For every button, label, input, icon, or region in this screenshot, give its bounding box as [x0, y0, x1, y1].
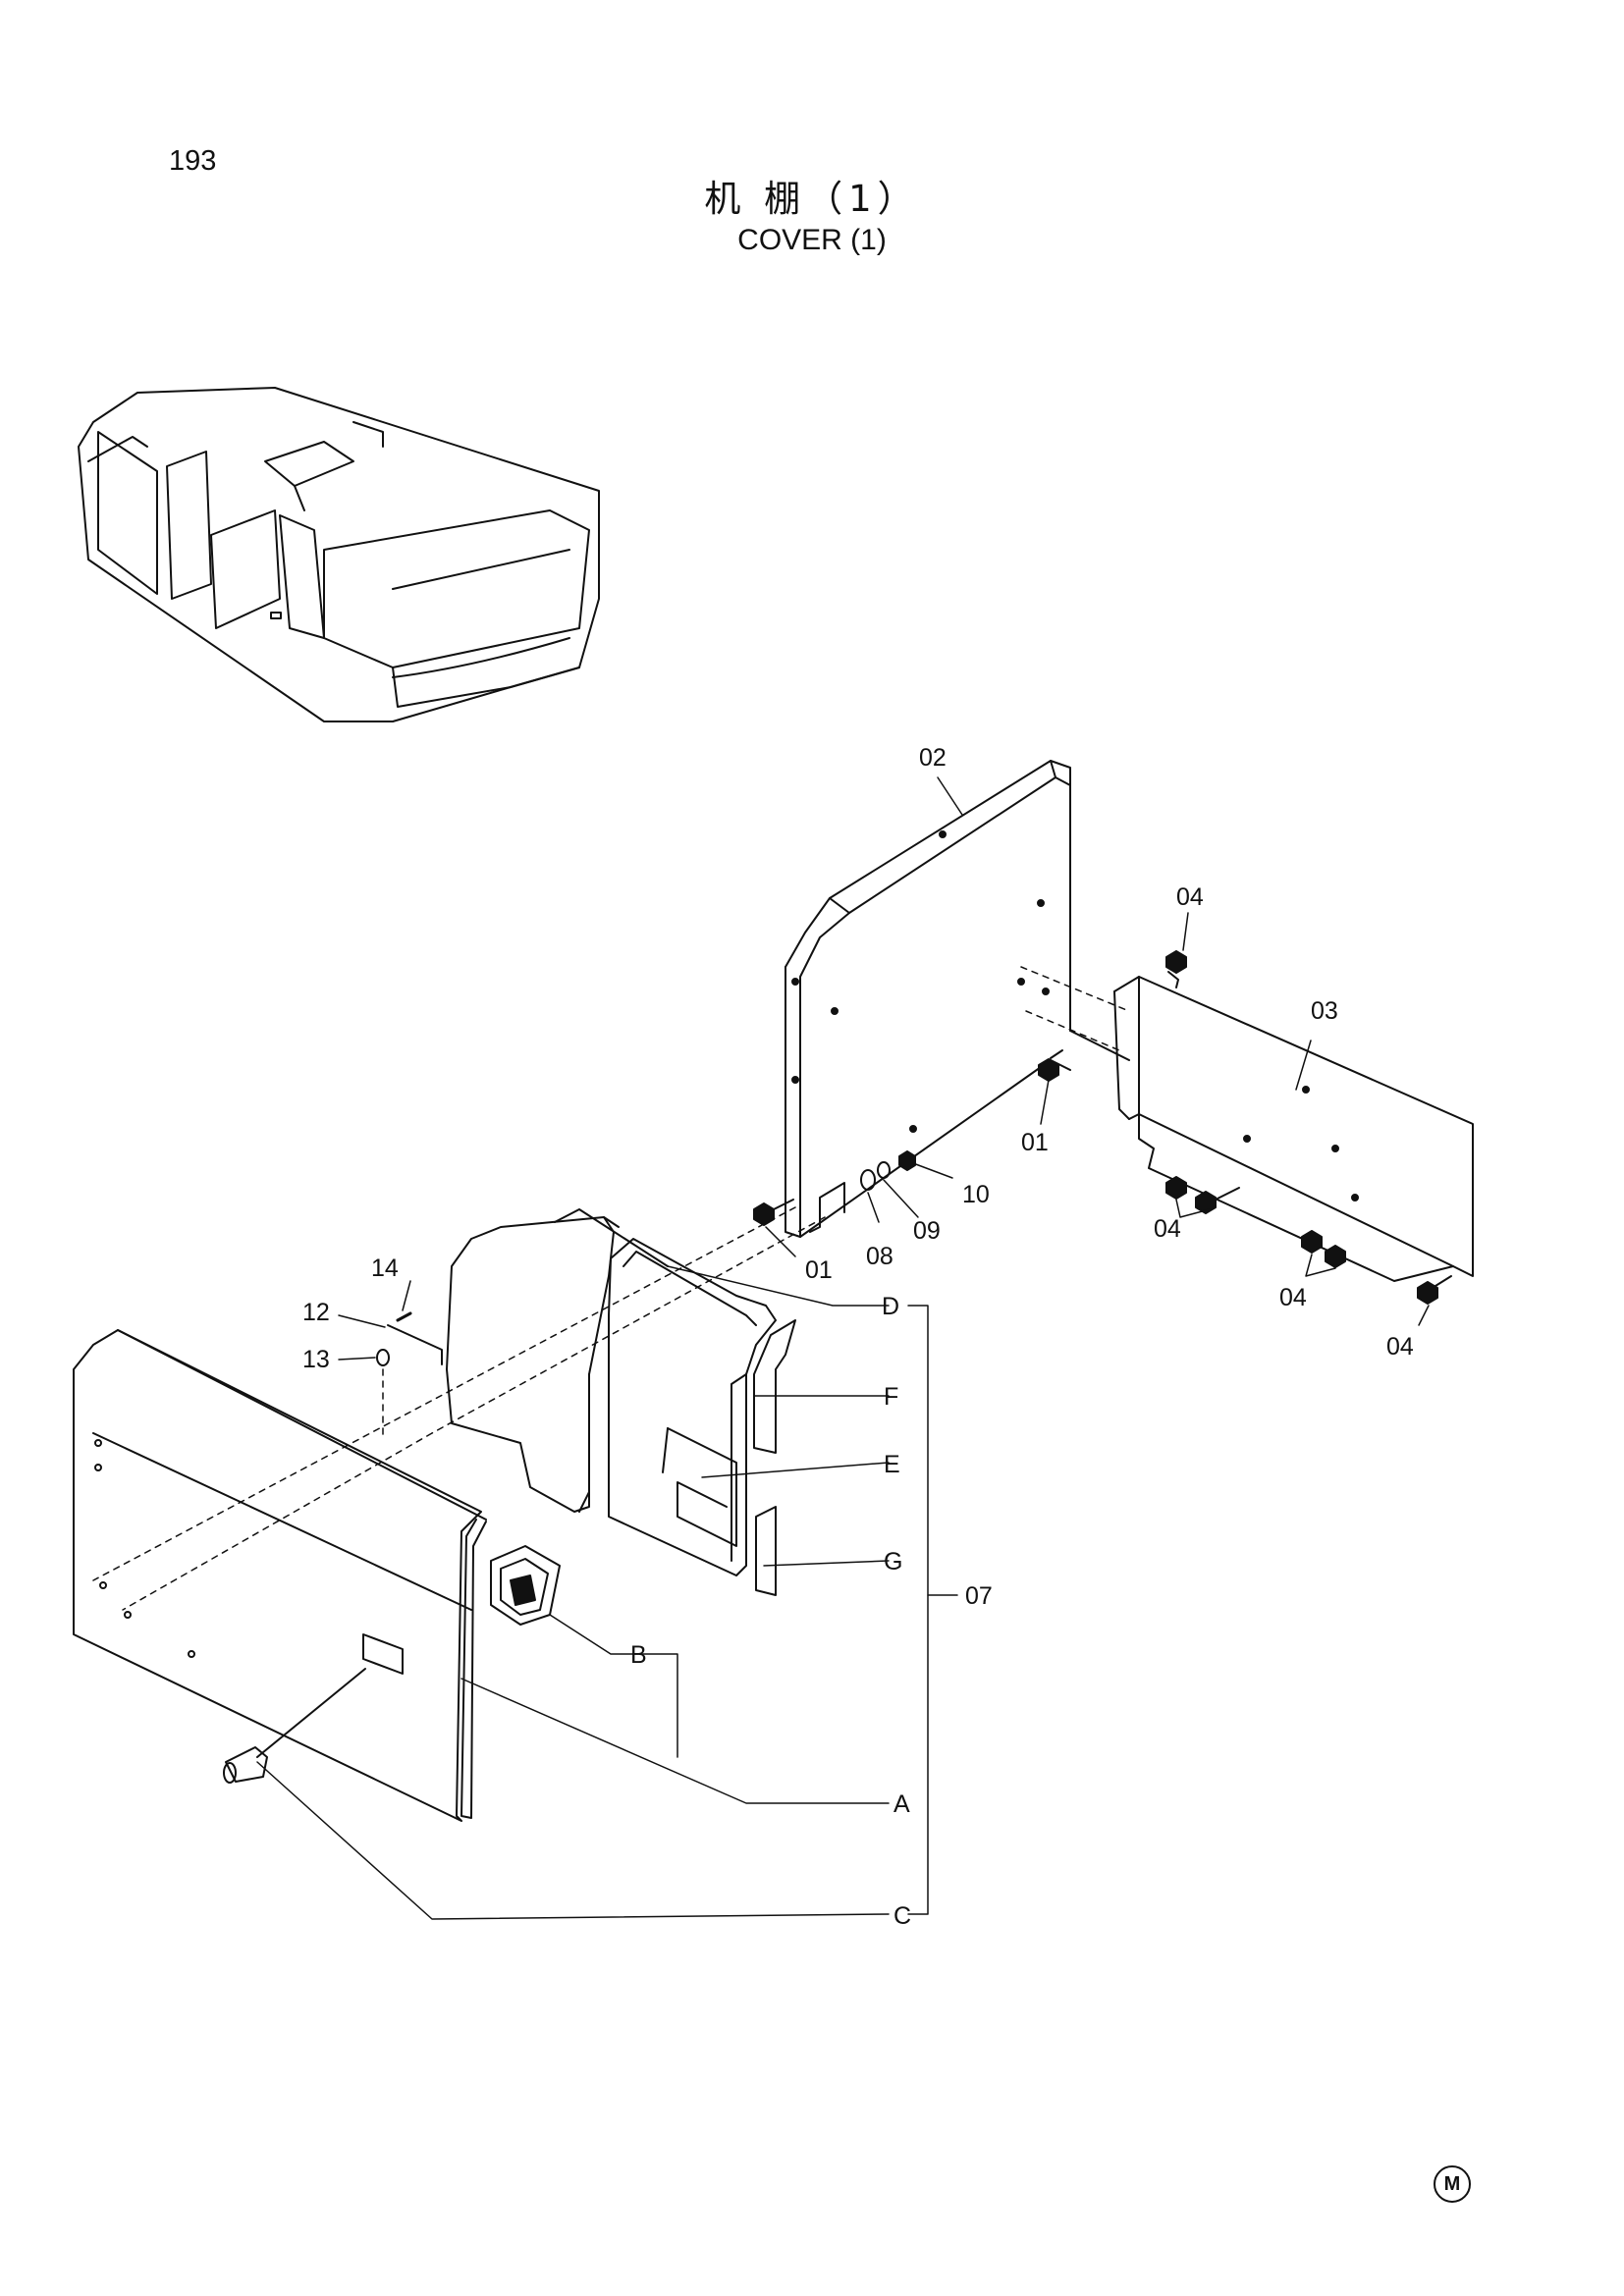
callout-04-lower: 04 — [1279, 1284, 1307, 1311]
bolt-04-upper — [1165, 950, 1187, 988]
bolt-01-left — [753, 1199, 794, 1226]
callout-13: 13 — [302, 1346, 330, 1373]
page-title-english: COVER (1) — [737, 224, 887, 256]
leader-lines — [256, 776, 1430, 1920]
callout-d: D — [882, 1293, 899, 1320]
latch-opening — [362, 1633, 404, 1675]
callout-08: 08 — [866, 1243, 893, 1270]
bolt-04-mid-a — [1165, 1176, 1187, 1200]
callout-03: 03 — [1311, 997, 1338, 1025]
part-13-washer — [376, 1349, 390, 1366]
bolt-01-right — [1038, 1049, 1063, 1082]
callout-a: A — [893, 1790, 910, 1818]
part-a-outer-cover — [73, 1329, 487, 1822]
part-c-key — [223, 1668, 366, 1784]
bolt-04-lower-b — [1325, 1245, 1346, 1268]
callout-09: 09 — [913, 1217, 941, 1245]
part-f-strip — [753, 1319, 796, 1454]
part-12-bracket — [387, 1324, 443, 1365]
callout-14: 14 — [371, 1255, 399, 1282]
nut-10 — [898, 1150, 916, 1171]
part-14-screw — [396, 1311, 412, 1322]
callout-01-right: 01 — [1021, 1129, 1049, 1156]
callout-04-upper: 04 — [1176, 883, 1204, 911]
callout-04-mid: 04 — [1154, 1215, 1181, 1243]
machine-locator-thumbnail — [78, 387, 600, 722]
callout-c: C — [893, 1902, 911, 1930]
part-b-handle — [490, 1545, 561, 1626]
bolt-04-lower-a — [1301, 1230, 1323, 1254]
callout-f: F — [884, 1383, 898, 1411]
part-g-strip — [755, 1506, 777, 1596]
bolt-04-bottom — [1417, 1275, 1452, 1305]
callout-02: 02 — [919, 744, 947, 772]
callout-g: G — [884, 1548, 902, 1575]
part-e-seal — [608, 1238, 777, 1576]
badge-icon — [270, 612, 282, 619]
callout-b: B — [630, 1641, 647, 1669]
page-title-chinese: 机 棚（1） — [704, 178, 920, 220]
manufacturer-mark: M — [1434, 2165, 1471, 2203]
callout-12: 12 — [302, 1299, 330, 1326]
callout-04-bottom: 04 — [1386, 1333, 1414, 1361]
callout-e: E — [884, 1451, 900, 1478]
callout-01-left: 01 — [805, 1256, 833, 1284]
part-02-partition-frame — [785, 760, 1071, 1238]
washer-08 — [860, 1169, 876, 1191]
callout-07: 07 — [965, 1582, 993, 1610]
part-d-inner-cover — [446, 1208, 669, 1513]
callout-10: 10 — [962, 1181, 990, 1208]
page-number: 193 — [169, 145, 217, 177]
spring-washer-09 — [877, 1161, 891, 1179]
bolt-04-mid-b — [1195, 1187, 1240, 1214]
part-03-side-panel — [1020, 966, 1474, 1282]
